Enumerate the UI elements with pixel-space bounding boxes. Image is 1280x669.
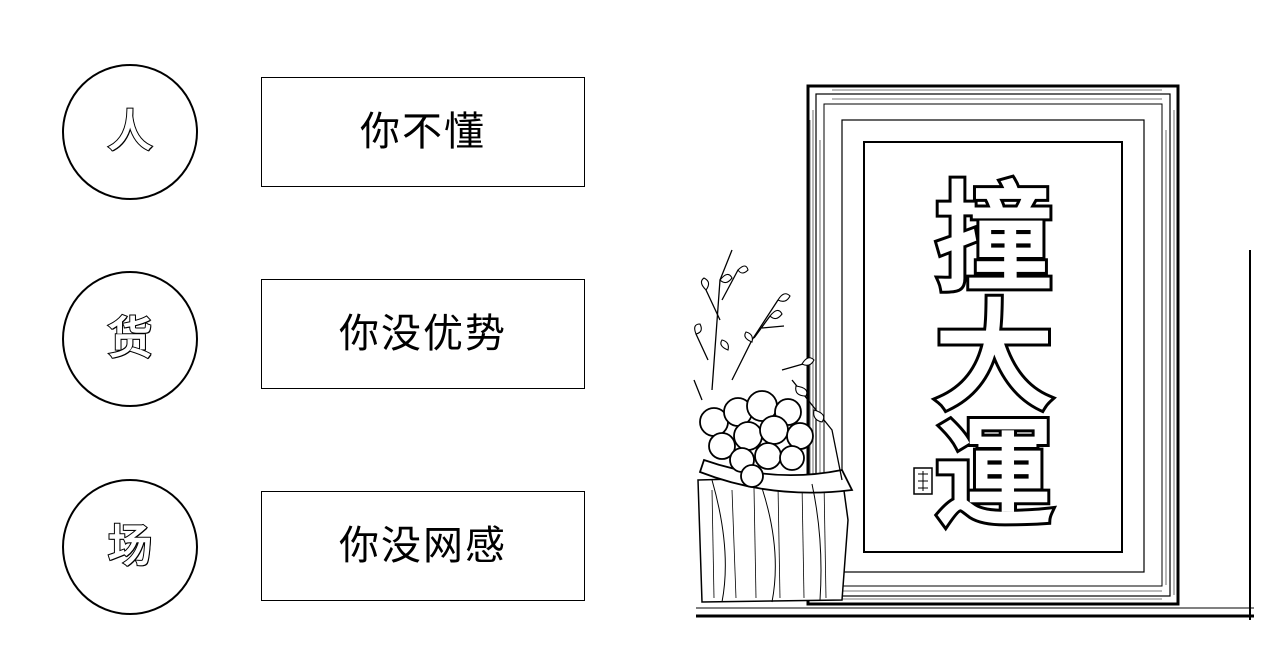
key-char: 人	[107, 106, 153, 157]
value-text: 你没优势	[339, 311, 507, 357]
calligraphy-char-3: 運	[935, 406, 1053, 544]
calligraphy-frame-image: 撞 大 運	[693, 84, 1254, 620]
value-box-place: 你没网感	[261, 491, 585, 601]
value-text: 你没网感	[339, 523, 507, 569]
key-char: 货	[107, 313, 153, 364]
key-char: 场	[107, 521, 153, 572]
calligraphy-char-2: 大	[935, 288, 1053, 426]
calligraphy-char-1: 撞	[935, 170, 1053, 308]
key-circle-goods: 货	[62, 271, 198, 407]
value-box-goods: 你没优势	[261, 279, 585, 389]
value-box-person: 你不懂	[261, 77, 585, 187]
value-text: 你不懂	[360, 109, 486, 155]
framed-calligraphy-illustration: 撞 大 運	[692, 80, 1258, 622]
key-circle-place: 场	[62, 479, 198, 615]
key-circle-person: 人	[62, 64, 198, 200]
fruit-basket-icon	[699, 390, 814, 488]
